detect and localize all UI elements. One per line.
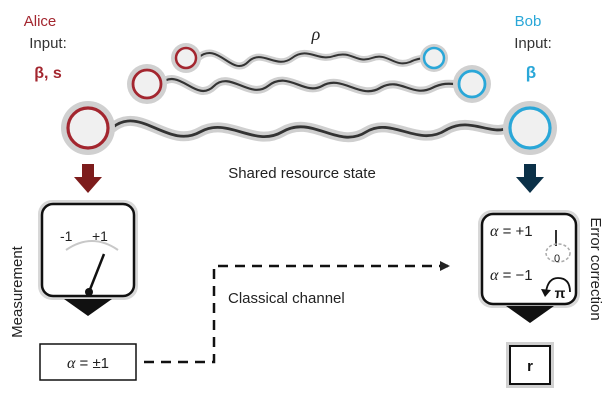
dial-minus-label: -1 bbox=[60, 228, 73, 244]
bob-input-label: Input: bbox=[514, 35, 552, 52]
result-value: r bbox=[527, 358, 533, 375]
rho-label: ρ bbox=[311, 24, 321, 44]
alice-down-arrow bbox=[74, 164, 102, 193]
ec-row2-angle: π bbox=[555, 285, 566, 301]
measurement-device: -1 +1 bbox=[38, 200, 138, 316]
output-value: = ±1 bbox=[75, 355, 109, 372]
ec-row1-value: = +1 bbox=[498, 223, 532, 240]
svg-text:α = +1: α = +1 bbox=[490, 223, 533, 240]
bob-name: Bob bbox=[515, 13, 542, 30]
link-line-bottom bbox=[110, 119, 510, 139]
bob-down-arrow bbox=[516, 164, 544, 193]
alice-input-label: Input: bbox=[29, 35, 67, 52]
ec-row1-alpha: α bbox=[490, 223, 499, 240]
ec-row2-value: = −1 bbox=[498, 267, 532, 284]
output-box: α = ±1 bbox=[39, 343, 137, 381]
link-line-middle bbox=[158, 77, 470, 93]
shared-resource-label: Shared resource state bbox=[228, 165, 376, 182]
error-correction-device: α = +1 0 α = −1 π bbox=[478, 210, 580, 323]
ec-row1-angle: 0 bbox=[554, 253, 560, 265]
svg-text:α = −1: α = −1 bbox=[490, 267, 533, 284]
measurement-label: Measurement bbox=[9, 245, 26, 338]
bob-input-value: β bbox=[526, 63, 536, 82]
alice-nodes bbox=[61, 43, 201, 155]
alice-input-value: β, s bbox=[34, 65, 62, 82]
ec-row2-alpha: α bbox=[490, 267, 499, 284]
dial-plus-label: +1 bbox=[92, 228, 108, 244]
result-box: r bbox=[506, 342, 554, 388]
classical-channel-line bbox=[144, 261, 450, 364]
zero-rotation-ellipse bbox=[545, 243, 571, 263]
dial-arc bbox=[65, 240, 119, 251]
dial-needle bbox=[87, 253, 106, 293]
entanglement-lines bbox=[107, 49, 513, 143]
bob-nodes bbox=[420, 44, 557, 155]
alice-name: Alice bbox=[24, 13, 57, 30]
error-correction-label: Error correction bbox=[587, 217, 604, 320]
link-line-top bbox=[197, 52, 431, 67]
classical-channel-label: Classical channel bbox=[228, 290, 345, 307]
output-alpha: α bbox=[67, 355, 76, 372]
svg-text:α = ±1: α = ±1 bbox=[67, 355, 109, 372]
pi-rotation-arrow bbox=[545, 277, 571, 293]
dial-pivot bbox=[85, 288, 93, 296]
